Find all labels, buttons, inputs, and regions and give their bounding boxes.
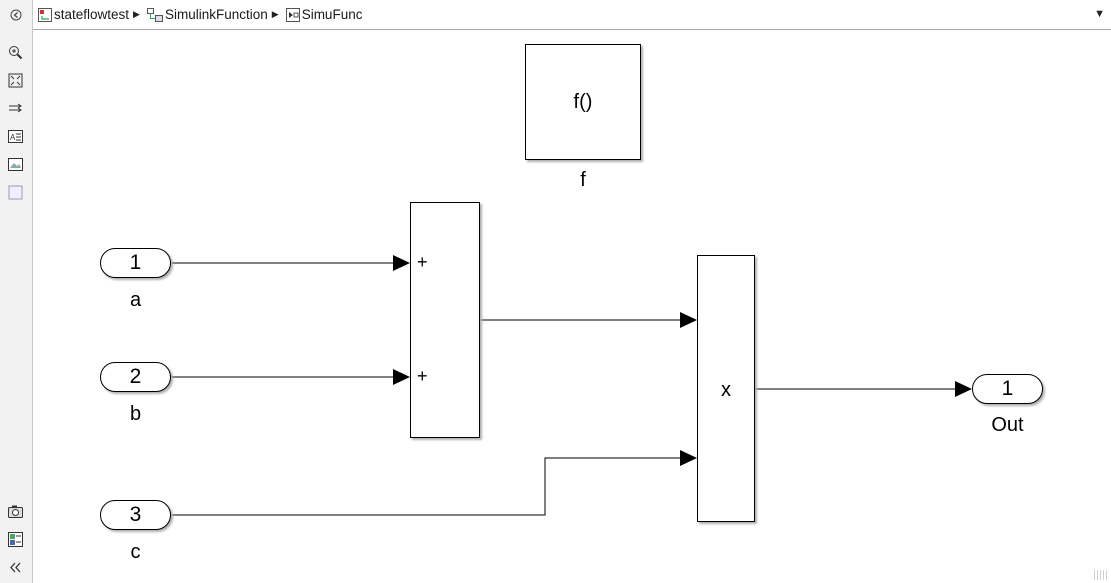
breadcrumb-label: SimulinkFunction <box>164 7 268 22</box>
svg-text:A: A <box>10 133 16 142</box>
outport-block[interactable]: 1 <box>972 374 1043 404</box>
zoom-icon[interactable] <box>7 44 24 61</box>
subsystem-icon <box>146 7 163 22</box>
screenshot-icon[interactable] <box>7 503 24 520</box>
inport-label: c <box>130 541 141 563</box>
outport-number: 1 <box>1001 377 1014 400</box>
inport-number: 1 <box>129 251 142 274</box>
signal-line-c <box>171 457 680 516</box>
breadcrumb-separator-icon: ▶ <box>271 9 279 19</box>
product-block[interactable]: x <box>697 255 755 522</box>
inport-label: a <box>129 289 142 311</box>
breadcrumb-item-stateflowtest[interactable]: stateflowtest <box>36 0 129 29</box>
image-icon[interactable] <box>7 156 24 173</box>
breadcrumb: stateflowtest ▶ SimulinkFunction ▶ SimuF… <box>33 0 1111 30</box>
annotation-icon[interactable]: A <box>7 128 24 145</box>
inport-block-b[interactable]: 2 <box>100 362 171 392</box>
inport-label: b <box>129 403 142 425</box>
sum-sign: + <box>417 366 428 386</box>
sum-sign: + <box>417 252 428 272</box>
inport-number: 3 <box>129 503 142 526</box>
area-icon[interactable] <box>7 184 24 201</box>
inport-block-c[interactable]: 3 <box>100 500 171 530</box>
chevron-down-icon[interactable]: ▼ <box>1094 8 1105 20</box>
breadcrumb-separator-icon: ▶ <box>133 9 140 19</box>
breadcrumb-item-simufunc[interactable]: SimuFunc <box>284 0 363 29</box>
hide-explorer-icon[interactable] <box>7 6 24 23</box>
arrowhead <box>393 369 410 385</box>
function-block-text: f() <box>573 91 593 113</box>
simulink-model-icon <box>285 7 300 22</box>
simulink-function-block[interactable]: f() <box>525 44 641 160</box>
sum-block[interactable]: + + <box>410 202 480 438</box>
breadcrumb-item-simulinkfunction[interactable]: SimulinkFunction <box>145 0 268 29</box>
arrowhead <box>955 381 972 397</box>
breadcrumb-label: SimuFunc <box>301 7 363 22</box>
inport-number: 2 <box>129 365 142 388</box>
model-browser-icon[interactable] <box>7 531 24 548</box>
fit-to-view-icon[interactable] <box>7 72 24 89</box>
stateflow-chart-icon <box>38 7 52 22</box>
arrowhead <box>680 312 697 328</box>
left-toolbar: A <box>0 0 33 583</box>
arrowhead <box>393 255 410 271</box>
model-canvas[interactable]: f() f 1 a 2 b 3 c + + x 1 Out <box>33 30 1111 583</box>
collapse-icon[interactable] <box>7 559 24 576</box>
signal-lines <box>171 255 972 516</box>
product-symbol: x <box>721 379 731 401</box>
outport-label: Out <box>991 414 1024 436</box>
resize-grip-icon[interactable] <box>1094 570 1108 580</box>
inport-block-a[interactable]: 1 <box>100 248 171 278</box>
signal-routing-icon[interactable] <box>7 100 24 117</box>
function-block-label: f <box>580 169 586 191</box>
arrowhead <box>680 450 697 466</box>
breadcrumb-label: stateflowtest <box>54 7 130 22</box>
